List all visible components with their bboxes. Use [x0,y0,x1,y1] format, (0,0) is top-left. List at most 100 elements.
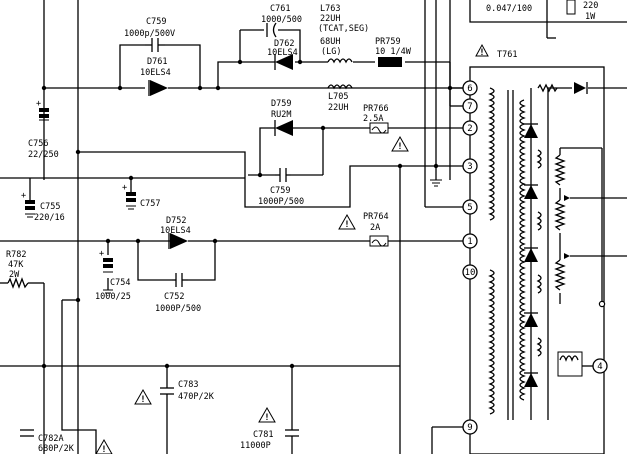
c783-ref: C783 [178,380,198,390]
top-res-value-2: 1W [585,12,596,22]
resistor-pr759: PR759 10 1/4W [375,37,412,67]
pr764-ref: PR764 [363,212,389,222]
diode-d752: D752 10ELS4 [160,216,191,249]
transformer-pins: 6 7 2 3 5 1 10 9 4 [462,80,608,435]
d752-value: 10ELS4 [160,226,191,236]
svg-text:+: + [122,183,127,193]
r782-ref: R782 [6,250,26,260]
pr764-value: 2A [370,223,380,233]
fuse-pr766: PR766 2.5A [363,104,389,134]
c761-value: 1000/500 [261,15,302,25]
c759-value: 1000p/500V [124,29,175,39]
pr766-value: 2.5A [363,114,383,124]
warning-icon: ! [475,43,489,58]
c755-ref: C755 [40,202,60,212]
r782-value-1: 47K [8,260,24,270]
d762-value: 10ELS4 [267,48,298,58]
capacitor-c754: + C754 1000/25 [95,249,131,302]
l763-value: 22UH [320,14,340,24]
warning-icon: ! [258,406,276,423]
l763-alt-note: (LG) [321,47,341,57]
svg-text:2: 2 [467,124,472,134]
svg-text:+: + [21,191,26,201]
pin-1: 1 [462,233,478,249]
c756-ref: C756 [28,139,48,149]
svg-text:!: ! [479,48,484,58]
svg-text:6: 6 [467,84,472,94]
warning-icon: ! [95,438,113,454]
svg-text:9: 9 [467,423,472,433]
svg-text:!: ! [264,413,269,423]
pin-2: 2 [462,120,478,136]
svg-text:!: ! [344,220,349,230]
capacitor-c756: + C756 22/250 [28,99,59,160]
svg-text:!: ! [101,445,106,454]
warning-icon: ! [134,388,152,405]
c782a-value: 680P/2K [38,444,75,454]
transformer-t761: T761 [469,50,606,454]
fuse-pr764: PR764 2A [363,212,389,247]
d761-ref: D761 [147,57,167,67]
c781-ref: C781 [253,430,273,440]
svg-text:10: 10 [465,268,476,278]
transformer-ref: T761 [497,50,517,60]
pin-6: 6 [462,80,478,96]
d761-value: 10ELS4 [140,68,171,78]
pin-9: 9 [462,419,478,435]
c752-value: 1000P/500 [155,304,201,314]
c754-value: 1000/25 [95,292,131,302]
svg-text:3: 3 [467,162,472,172]
d762-ref: D762 [274,39,294,49]
svg-text:+: + [99,249,104,259]
top-res-value-1: 220 [583,1,598,11]
pin-5: 5 [462,199,478,215]
l763-alt-value: 68UH [320,37,340,47]
svg-text:5: 5 [467,203,472,213]
c781-value: 11000P [240,441,271,451]
capacitor-c757: + C757 [122,183,160,210]
top-cap-value: 0.047/100 [486,4,532,14]
l763-note: (TCAT,SEG) [318,24,369,34]
pr766-ref: PR766 [363,104,389,114]
l705-value: 22UH [328,103,348,113]
c759-ref: C759 [146,17,166,27]
top-right-box: 0.047/100 220 1W [469,0,627,39]
svg-text:!: ! [397,142,402,152]
capacitor-c781: C781 11000P [240,429,299,451]
junction-dots [41,59,453,369]
capacitor-c759: C759 1000p/500V [124,17,175,52]
svg-text:+: + [36,99,41,109]
c782a-ref: C782A [38,434,64,444]
pr759-ref: PR759 [375,37,401,47]
c752-ref: C752 [164,292,184,302]
ground-pin3 [430,179,442,187]
svg-text:1: 1 [467,237,472,247]
l705-ref: L705 [328,92,348,102]
capacitor-c755: + C755 220/16 [21,178,65,223]
capacitor-c761: C761 1000/500 [261,4,302,38]
c759b-ref: C759 [270,186,290,196]
diode-d762: D762 10ELS4 [267,39,298,70]
inductor-l705: L705 22UH [327,84,353,113]
c755-value: 220/16 [34,213,65,223]
diode-d761: D761 10ELS4 [140,57,171,96]
r782-value-2: 2W [9,270,20,280]
c754-ref: C754 [110,278,130,288]
d759-ref: D759 [271,99,291,109]
capacitor-c752: C752 1000P/500 [155,273,201,314]
c757-ref: C757 [140,199,160,209]
c759b-value: 1000P/500 [258,197,304,207]
c761-ref: C761 [270,4,290,14]
pin-3: 3 [462,158,478,174]
capacitor-c759-lower: C759 1000P/500 [258,168,304,207]
inductor-l763: L763 22UH (TCAT,SEG) 68UH (LG) [318,4,369,64]
capacitor-c783: C783 470P/2K [160,380,215,402]
resistor-r782: R782 47K 2W [6,250,29,289]
pin-10: 10 [462,264,478,280]
c783-value: 470P/2K [178,392,215,402]
warning-icon: ! [391,135,409,152]
svg-text:!: ! [140,395,145,405]
l763-ref: L763 [320,4,340,14]
diode-d759: D759 RU2M [271,99,293,136]
